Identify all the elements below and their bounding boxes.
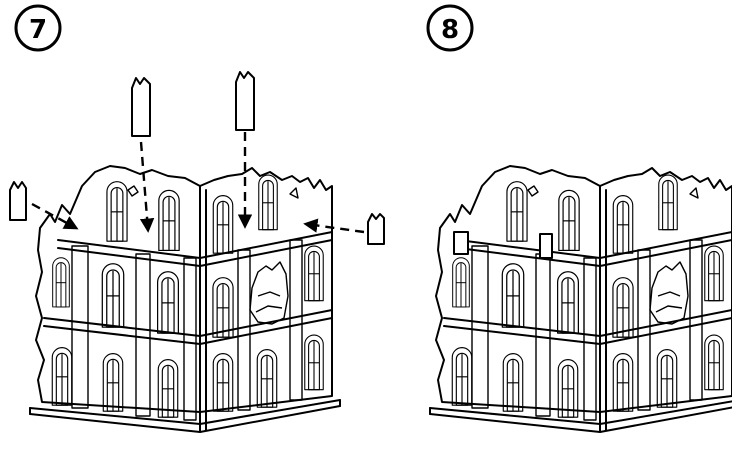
building-step-8 xyxy=(430,166,732,432)
arrow-right-icon xyxy=(31,202,79,230)
arrow-left-icon xyxy=(303,218,365,234)
step-7-badge: 7 xyxy=(14,4,62,52)
step-8-badge: 8 xyxy=(426,4,474,52)
pillar-piece-icon xyxy=(367,213,385,245)
step-7-number: 7 xyxy=(29,15,47,45)
pillar-piece-icon xyxy=(9,181,27,221)
step-7-panel: 7 xyxy=(9,4,385,432)
building-step-7 xyxy=(30,166,340,432)
pillar-piece-icon xyxy=(131,77,151,137)
pillar-piece-icon xyxy=(235,71,255,131)
step-8-number: 8 xyxy=(441,15,459,45)
step-8-panel: 8 xyxy=(426,4,732,432)
